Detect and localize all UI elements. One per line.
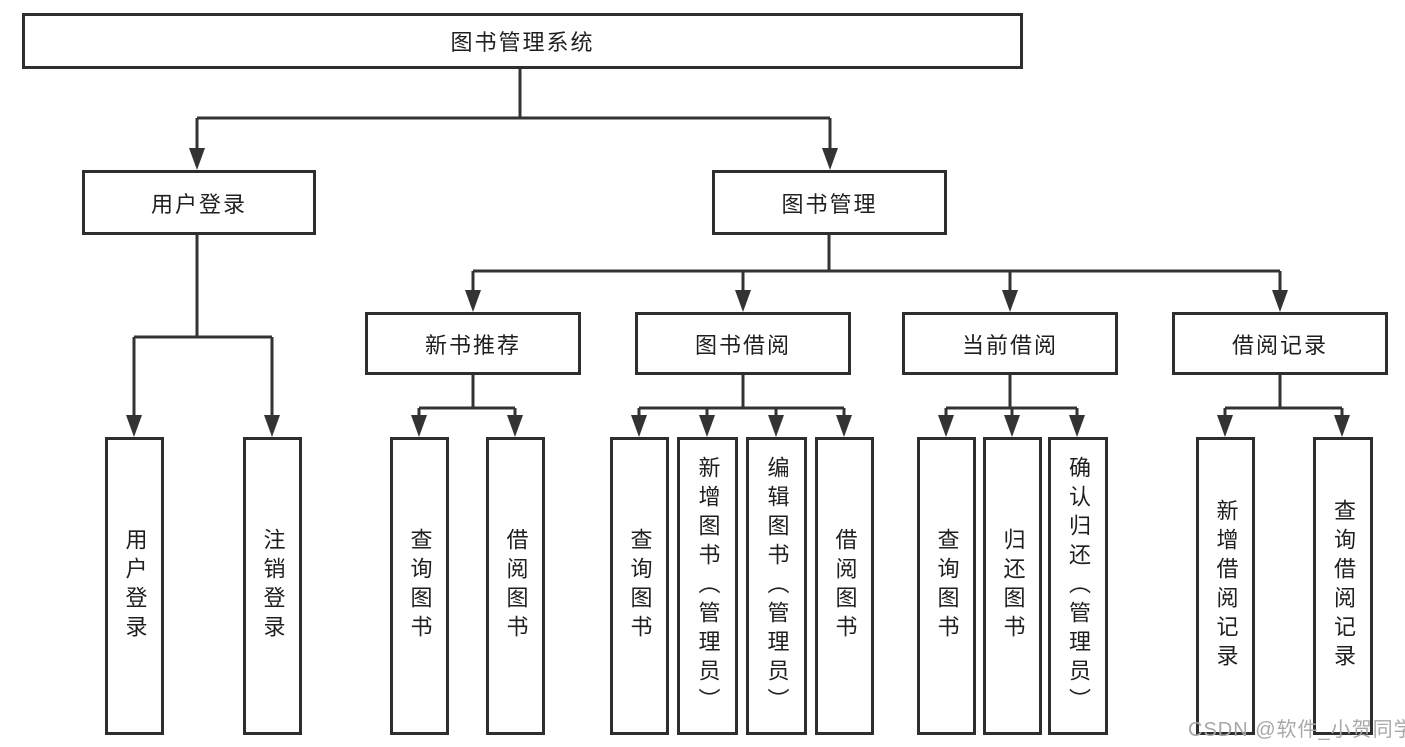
- node-add-books-admin: 新增图书（管理员）: [677, 437, 738, 735]
- node-query-books-current: 查询图书: [917, 437, 976, 735]
- node-borrow-books-recommend: 借阅图书: [486, 437, 545, 735]
- node-user-login: 用户登录: [82, 170, 316, 235]
- node-borrow-books-leaf: 借阅图书: [815, 437, 874, 735]
- node-book-borrow: 图书借阅: [635, 312, 851, 375]
- node-root: 图书管理系统: [22, 13, 1023, 69]
- node-edit-books-admin: 编辑图书（管理员）: [746, 437, 807, 735]
- node-query-books-recommend: 查询图书: [390, 437, 449, 735]
- csdn-watermark: CSDN @软件_小贺同学: [1188, 719, 1405, 741]
- node-confirm-return-admin: 确认归还（管理员）: [1048, 437, 1108, 735]
- node-book-management: 图书管理: [712, 170, 947, 235]
- node-borrow-records: 借阅记录: [1172, 312, 1388, 375]
- node-user-login-leaf: 用户登录: [105, 437, 164, 735]
- node-query-borrow-record: 查询借阅记录: [1313, 437, 1373, 735]
- node-add-borrow-record: 新增借阅记录: [1196, 437, 1255, 735]
- node-return-books: 归还图书: [983, 437, 1042, 735]
- node-logout: 注销登录: [243, 437, 302, 735]
- node-current-borrow: 当前借阅: [902, 312, 1118, 375]
- node-new-book-recommend: 新书推荐: [365, 312, 581, 375]
- node-query-books-borrow: 查询图书: [610, 437, 669, 735]
